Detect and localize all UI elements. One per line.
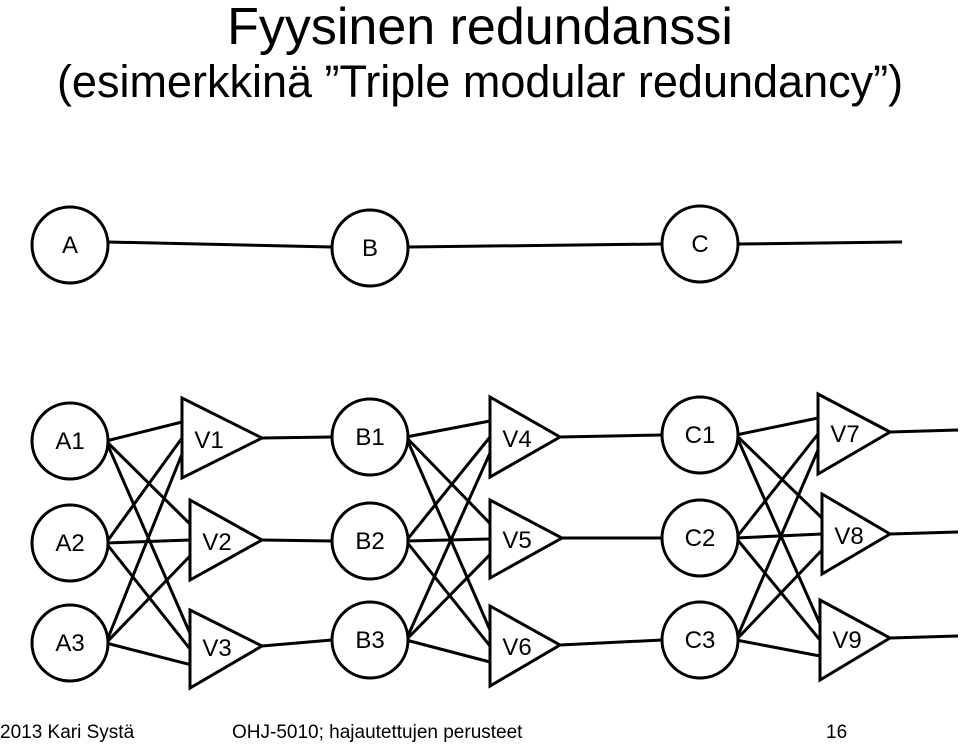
node-c3 (660, 600, 740, 680)
voter-v7 (816, 391, 894, 477)
voter-v5 (488, 497, 566, 581)
title-subtitle: (esimerkkinä ”Triple modular redundancy”… (56, 56, 904, 107)
voter-v6 (488, 603, 564, 689)
voter-v2 (188, 497, 266, 583)
edge-b3-v4 (404, 452, 492, 641)
voter-v2-label: V2 (202, 529, 231, 556)
node-a2-label: A2 (55, 530, 84, 557)
voter-v7-label: V7 (830, 421, 859, 448)
node-b2 (330, 501, 410, 581)
voter-v5-label: V5 (502, 527, 531, 554)
node-c1-label: C1 (685, 422, 716, 449)
node-a (30, 205, 110, 285)
edge-c3-v8 (734, 548, 824, 642)
node-a3-label: A3 (55, 630, 84, 657)
edge-v1-out (261, 435, 333, 440)
edge-b2-v6 (404, 540, 492, 647)
edge-b1-v6 (404, 436, 492, 631)
voter-v4-label: V4 (502, 426, 531, 453)
edge-v2-out (261, 538, 333, 543)
voter-v9-label: V9 (832, 627, 861, 654)
title-main: Fyysinen redundanssi (227, 0, 733, 56)
edge-simple-b-c (407, 242, 663, 249)
node-a3 (30, 603, 110, 683)
edge-v4-out (559, 433, 663, 439)
edge-c2-v8 (735, 532, 823, 540)
edge-a1-v1 (105, 420, 183, 443)
edge-b1-v5 (404, 435, 492, 525)
voter-v8 (820, 491, 893, 577)
edge-b3-v6 (405, 638, 491, 664)
edge-a2-v3 (104, 542, 192, 650)
edge-simple-a-b (107, 240, 333, 249)
edge-simple-out (737, 240, 903, 246)
edge-c2-v9 (734, 537, 822, 641)
edge-c1-v9 (734, 434, 822, 625)
footer-author: 2013 Kari Systä (0, 722, 135, 743)
edge-v9-out (889, 634, 959, 640)
node-b (330, 208, 410, 288)
edge-a3-v3 (105, 641, 191, 667)
diagram-edges (104, 240, 959, 667)
voter-v3 (188, 607, 266, 691)
node-a1-label: A1 (55, 428, 84, 455)
slide-footer: 2013 Kari Systä OHJ-5010; hajautettujen … (0, 716, 960, 744)
edge-b1-v4 (405, 419, 491, 439)
node-c-label: C (691, 231, 708, 258)
edge-c3-v7 (734, 449, 820, 641)
edge-c1-v7 (735, 416, 819, 437)
node-b1 (330, 397, 410, 477)
edge-a3-v2 (104, 554, 192, 645)
footer-page-number: 16 (826, 722, 848, 743)
edge-a3-v1 (104, 453, 184, 644)
edge-c2-v7 (734, 433, 820, 539)
edge-c3-v9 (735, 638, 821, 658)
voter-v4 (488, 394, 564, 480)
node-a1 (30, 401, 110, 481)
node-c2-label: C2 (685, 525, 716, 552)
node-b3 (330, 600, 410, 680)
node-b3-label: B3 (355, 627, 384, 654)
edge-c1-v8 (734, 433, 824, 520)
footer-course: OHJ-5010; hajautettujen perusteet (232, 722, 523, 743)
voter-v1 (180, 395, 266, 481)
edge-v8-out (889, 530, 959, 536)
edge-b2-v5 (405, 537, 491, 543)
node-a2 (30, 503, 110, 583)
edge-v7-out (889, 428, 959, 434)
edge-v3-out (261, 638, 333, 648)
node-b-label: B (362, 235, 378, 262)
node-a-label: A (62, 232, 78, 259)
edge-b2-v4 (404, 436, 492, 542)
voter-v1-label: V1 (194, 427, 223, 454)
edge-v6-out (559, 638, 663, 647)
node-c2 (660, 498, 740, 578)
edge-a2-v1 (104, 437, 184, 544)
node-c3-label: C3 (685, 627, 716, 654)
edge-b3-v5 (404, 553, 492, 642)
node-c (660, 204, 740, 284)
node-c1 (660, 395, 740, 475)
voter-v9 (818, 597, 894, 683)
node-b1-label: B1 (355, 424, 384, 451)
voter-v8-label: V8 (834, 523, 863, 550)
node-b2-label: B2 (355, 528, 384, 555)
slide-title: Fyysinen redundanssi (esimerkkinä ”Tripl… (0, 0, 960, 110)
voter-v6-label: V6 (502, 634, 531, 661)
voter-v3-label: V3 (202, 635, 231, 662)
